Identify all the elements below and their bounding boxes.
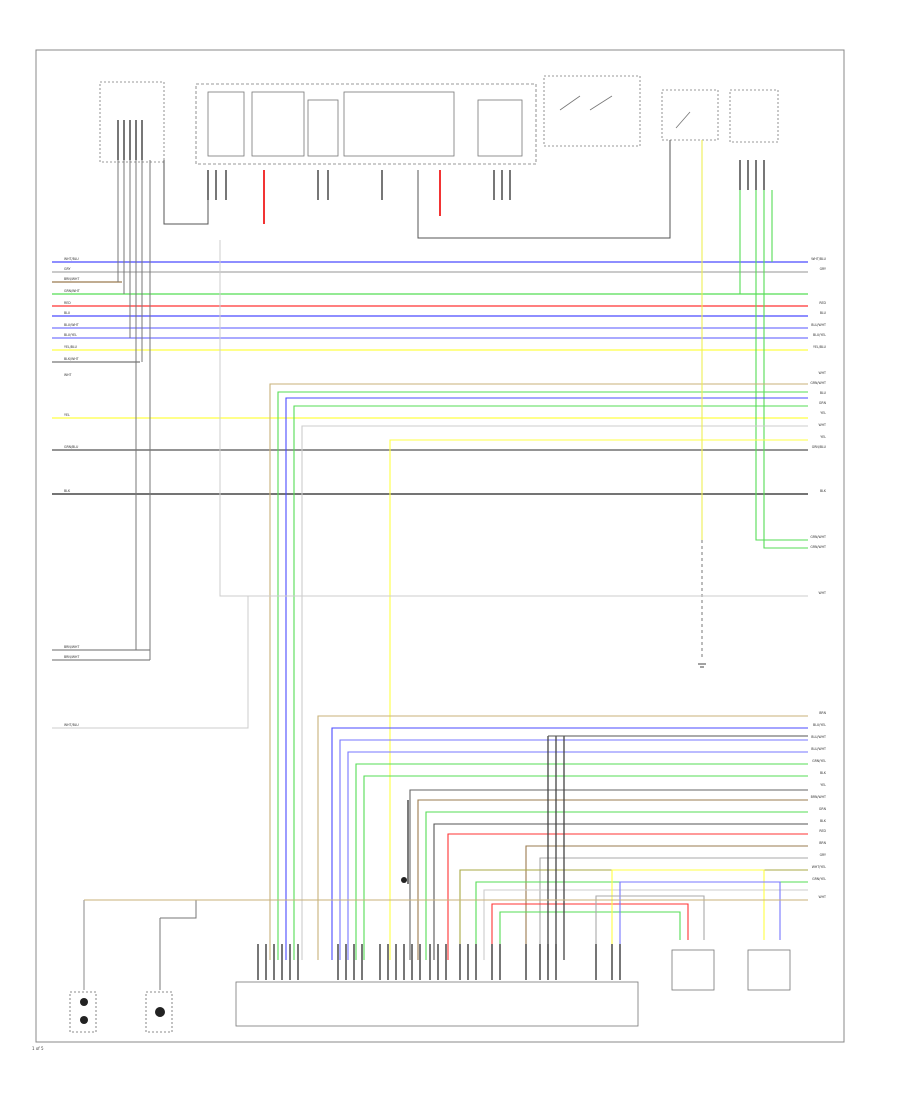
wire-label: WHT bbox=[64, 373, 72, 377]
wire-label: BLU/YEL bbox=[64, 333, 77, 337]
wire-label: WHT bbox=[819, 591, 827, 595]
left-sensor-1 bbox=[69, 991, 97, 1033]
wire-label: BRN bbox=[819, 841, 826, 845]
wire-label: BLU/YEL bbox=[813, 333, 826, 337]
wire-label: BLU/WHT bbox=[64, 323, 79, 327]
wire-label: RED bbox=[64, 301, 71, 305]
right-component-drops bbox=[491, 869, 781, 960]
wire-label: BRN/WHT bbox=[64, 645, 79, 649]
wire-label: GRN/YEL bbox=[812, 759, 826, 763]
wire-label: GRN bbox=[819, 807, 827, 811]
wire-label: BRN/WHT bbox=[64, 655, 79, 659]
top-red-pins bbox=[263, 170, 441, 224]
wire-label: GRY bbox=[820, 853, 826, 857]
ecu-harness bbox=[269, 383, 808, 960]
wire-label: GRN/YEL bbox=[812, 877, 826, 881]
ignition-return bbox=[417, 140, 671, 239]
right-relay bbox=[661, 89, 719, 141]
wire-label: WHT/BLU bbox=[64, 257, 79, 261]
right-sensor-1 bbox=[671, 949, 715, 991]
wire-label: YEL/BLU bbox=[813, 345, 827, 349]
bus-wires bbox=[52, 261, 808, 661]
wire-label: BLU/YEL bbox=[813, 723, 826, 727]
ignition-switch bbox=[543, 75, 641, 147]
wire-label: GRN/BLU bbox=[64, 445, 79, 449]
relay-2 bbox=[251, 91, 305, 157]
wire-label: WHT bbox=[819, 895, 827, 899]
right-wire-labels: WHT/BLU GRY RED BLU BLU/WHT BLU/YEL YEL/… bbox=[810, 257, 827, 899]
wire-label: GRN/WHT bbox=[64, 289, 80, 293]
wire-label: BLU/WHT bbox=[811, 323, 826, 327]
wire-label: WHT bbox=[819, 423, 827, 427]
wire-label: BRN/WHT bbox=[811, 795, 826, 799]
wire-label: WHT bbox=[819, 371, 827, 375]
splice-point bbox=[401, 877, 407, 883]
wire-label: GRN/WHT bbox=[810, 545, 826, 549]
right-green-verticals bbox=[739, 190, 808, 549]
wire-label: WHT/YEL bbox=[812, 865, 827, 869]
wire-label: GRY bbox=[820, 267, 826, 271]
wire-label: RED bbox=[819, 301, 826, 305]
left-grey-ecu bbox=[52, 596, 249, 729]
wire-label: GRN/BLU bbox=[812, 445, 827, 449]
wire-label: YEL bbox=[820, 435, 826, 439]
left-sensor-2 bbox=[145, 991, 173, 1033]
right-connector bbox=[729, 89, 779, 143]
wire-label: BRN/WHT bbox=[64, 277, 79, 281]
wire-label: YEL bbox=[820, 783, 826, 787]
ground-symbol bbox=[698, 663, 706, 668]
wire-label: GRN/WHT bbox=[810, 535, 826, 539]
harness-black-verticals bbox=[547, 736, 565, 960]
ecu-ground bbox=[219, 240, 808, 597]
left-wire-labels: WHT/BLU GRY BRN/WHT GRN/WHT RED BLU BLU/… bbox=[64, 257, 80, 727]
wire-label: BLU/WHT bbox=[811, 735, 826, 739]
wire-label: GRN bbox=[819, 401, 827, 405]
page-footer: 1 of 5 bbox=[32, 1046, 44, 1051]
wire-label: BRN bbox=[819, 711, 826, 715]
wire-label: GRN/WHT bbox=[810, 381, 826, 385]
left-sensors bbox=[69, 899, 808, 1033]
relay-4 bbox=[343, 91, 455, 157]
right-sensor-2 bbox=[747, 949, 791, 991]
sensor-2-terminal bbox=[155, 1007, 165, 1017]
wire-label: BLU/WHT bbox=[811, 747, 826, 751]
sensor-1-terminal-2 bbox=[80, 1016, 88, 1024]
diagram-frame bbox=[35, 49, 845, 1043]
wire-label: WHT/BLU bbox=[64, 723, 79, 727]
wire-label: RED bbox=[819, 829, 826, 833]
wire-label: BLK bbox=[820, 489, 827, 493]
wire-label: YEL bbox=[820, 411, 826, 415]
junction-block-module bbox=[195, 83, 537, 165]
combination-switch-connector bbox=[99, 81, 165, 163]
main-ground-loop bbox=[163, 160, 209, 225]
wire-label: BLU bbox=[820, 311, 827, 315]
switch-contact-1 bbox=[559, 95, 613, 111]
wire-label: BLU bbox=[64, 311, 71, 315]
wire-label: BLK bbox=[64, 489, 71, 493]
wire-label: WHT/BLU bbox=[811, 257, 826, 261]
right-relay-contact bbox=[675, 111, 691, 129]
top-components bbox=[99, 75, 779, 165]
sensor-1-terminal bbox=[80, 998, 88, 1006]
wire-label: YEL/BLU bbox=[64, 345, 78, 349]
wire-label: YEL bbox=[64, 413, 70, 417]
wire-label: BLU bbox=[820, 391, 827, 395]
relay-3 bbox=[307, 99, 339, 157]
wire-label: GRY bbox=[64, 267, 70, 271]
wire-label: BLK/WHT bbox=[64, 357, 79, 361]
wire-label: BLK bbox=[820, 771, 827, 775]
wire-label: BLK bbox=[820, 819, 827, 823]
left-vertical-ties bbox=[117, 160, 151, 660]
ecu-pins bbox=[257, 944, 621, 980]
ecu-body bbox=[235, 981, 639, 1027]
relay-1 bbox=[207, 91, 245, 157]
top-pins bbox=[117, 120, 765, 200]
relay-5 bbox=[477, 99, 523, 157]
